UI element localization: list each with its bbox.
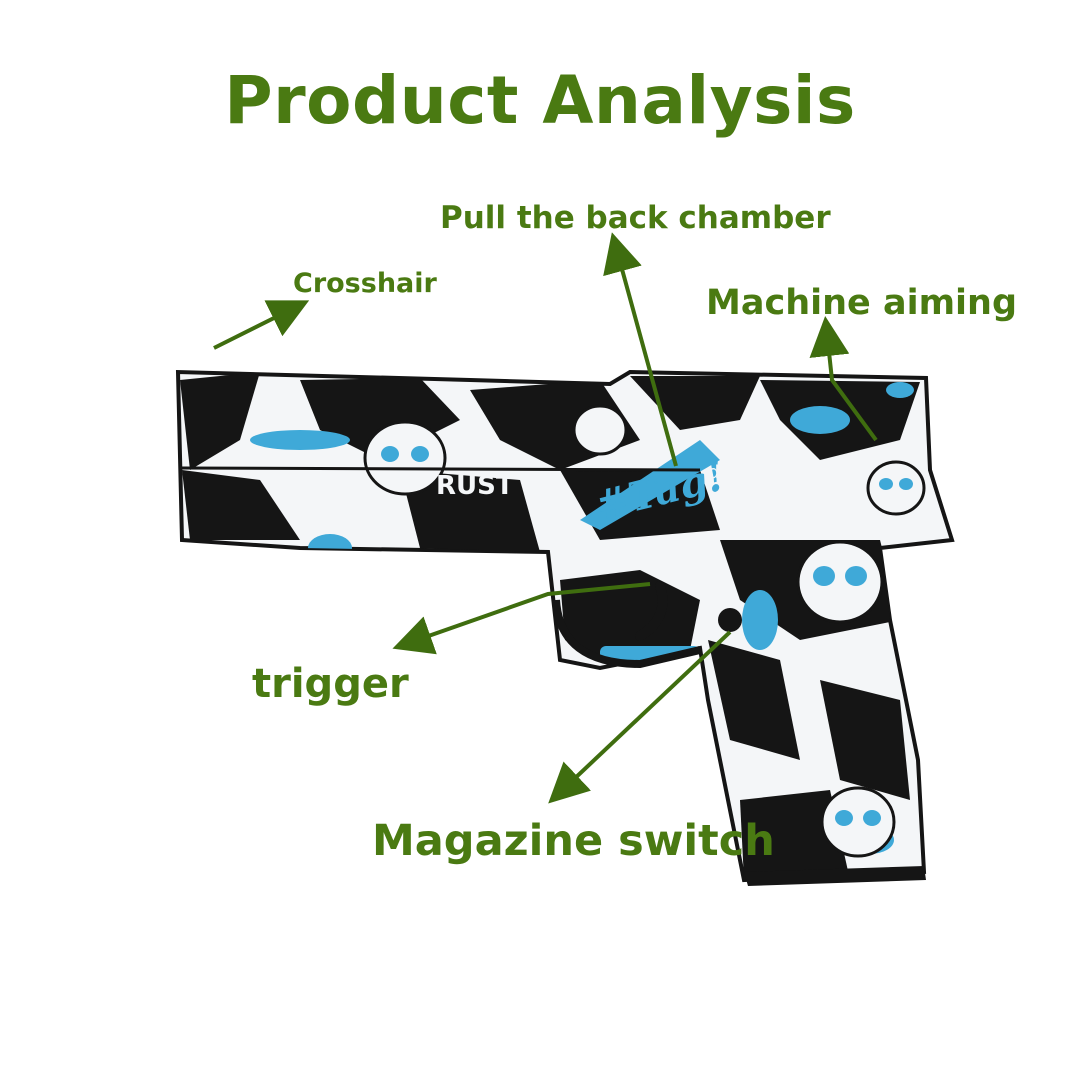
arrow-pull-back-chamber (603, 232, 678, 467)
graffiti-use-text: USE (806, 636, 895, 682)
graffiti-down-text: down (708, 462, 757, 483)
label-pull-back-chamber: Pull the back chamber (440, 200, 831, 236)
arrow-crosshair (213, 300, 310, 350)
label-crosshair: Crosshair (293, 268, 437, 299)
arrow-machine-aiming (809, 316, 878, 442)
label-magazine-switch: Magazine switch (372, 816, 775, 866)
label-trigger: trigger (252, 661, 409, 707)
annotation-arrows (213, 232, 878, 804)
page-title: Product Analysis (224, 62, 856, 139)
label-machine-aiming: Machine aiming (706, 283, 1018, 323)
arrow-trigger (392, 582, 651, 655)
pistol-body: #Tag! down RUST USE (175, 369, 955, 886)
arrow-magazine-switch (548, 630, 732, 804)
graffiti-rust-text: RUST (436, 471, 514, 501)
